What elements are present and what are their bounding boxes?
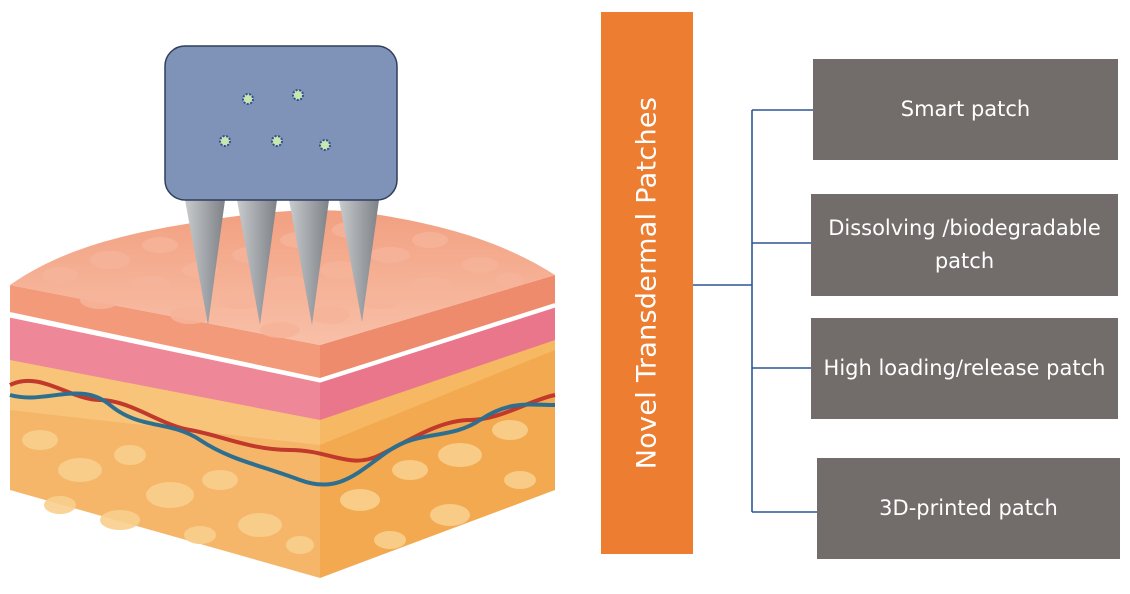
- patch-type-dissolving: Dissolving /biodegradable patch: [811, 194, 1118, 296]
- microneedle: [339, 200, 379, 322]
- microneedle: [237, 200, 277, 325]
- title-bar: Novel Transdermal Patches: [601, 12, 693, 554]
- patch-type-label: Smart patch: [900, 97, 1031, 121]
- drug-particle-icon: [242, 93, 254, 105]
- diagram-title: Novel Transdermal Patches: [631, 96, 663, 470]
- hypodermis-band-front: [10, 355, 320, 445]
- patch-type-label: Dissolving /biodegradable patch: [828, 216, 1101, 273]
- microneedle-skin-illustration: [9, 45, 556, 578]
- drug-particles: [219, 89, 331, 151]
- microneedle: [185, 200, 225, 325]
- fat-cells: [22, 420, 536, 554]
- dermis-white-line: [9, 302, 556, 383]
- dermis-front: [10, 315, 320, 420]
- patch-type-3d-printed: 3D-printed patch: [817, 458, 1120, 559]
- dermis-side: [320, 305, 555, 420]
- patch-type-smart: Smart patch: [813, 59, 1118, 160]
- epidermis-side: [320, 275, 555, 378]
- patch-type-high-loading: High loading/release patch: [811, 318, 1118, 419]
- microneedles: [185, 200, 379, 325]
- drug-particle-icon: [219, 135, 231, 147]
- microneedle: [289, 200, 329, 325]
- patch-type-label: High loading/release patch: [823, 356, 1106, 380]
- patch-type-label: 3D-printed patch: [879, 496, 1058, 520]
- epidermis-front: [10, 285, 320, 378]
- drug-particle-icon: [271, 135, 283, 147]
- drug-particle-icon: [319, 139, 331, 151]
- drug-particle-icon: [292, 89, 304, 101]
- patch-backing: [164, 45, 398, 201]
- blood-vessel-blue: [9, 391, 556, 487]
